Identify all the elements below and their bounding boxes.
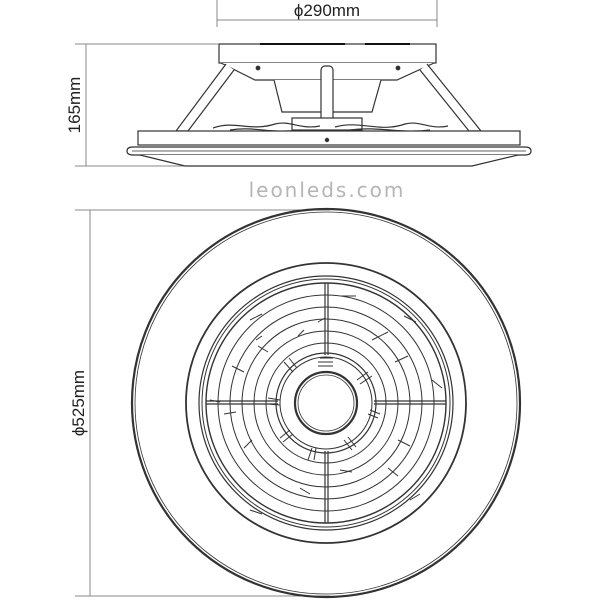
fan-side-view bbox=[126, 43, 532, 167]
height-label: 165mm bbox=[65, 77, 84, 134]
diameter-dimension bbox=[75, 209, 330, 597]
top-diameter-label: ϕ290mm bbox=[294, 1, 360, 20]
diameter-label: ϕ525mm bbox=[69, 370, 88, 436]
watermark-text: leonleds.com bbox=[249, 178, 406, 202]
grille-cross-struts bbox=[206, 283, 446, 523]
height-dimension bbox=[75, 43, 218, 167]
top-diameter-dimension bbox=[216, 0, 438, 27]
fan-top-view bbox=[130, 207, 522, 599]
